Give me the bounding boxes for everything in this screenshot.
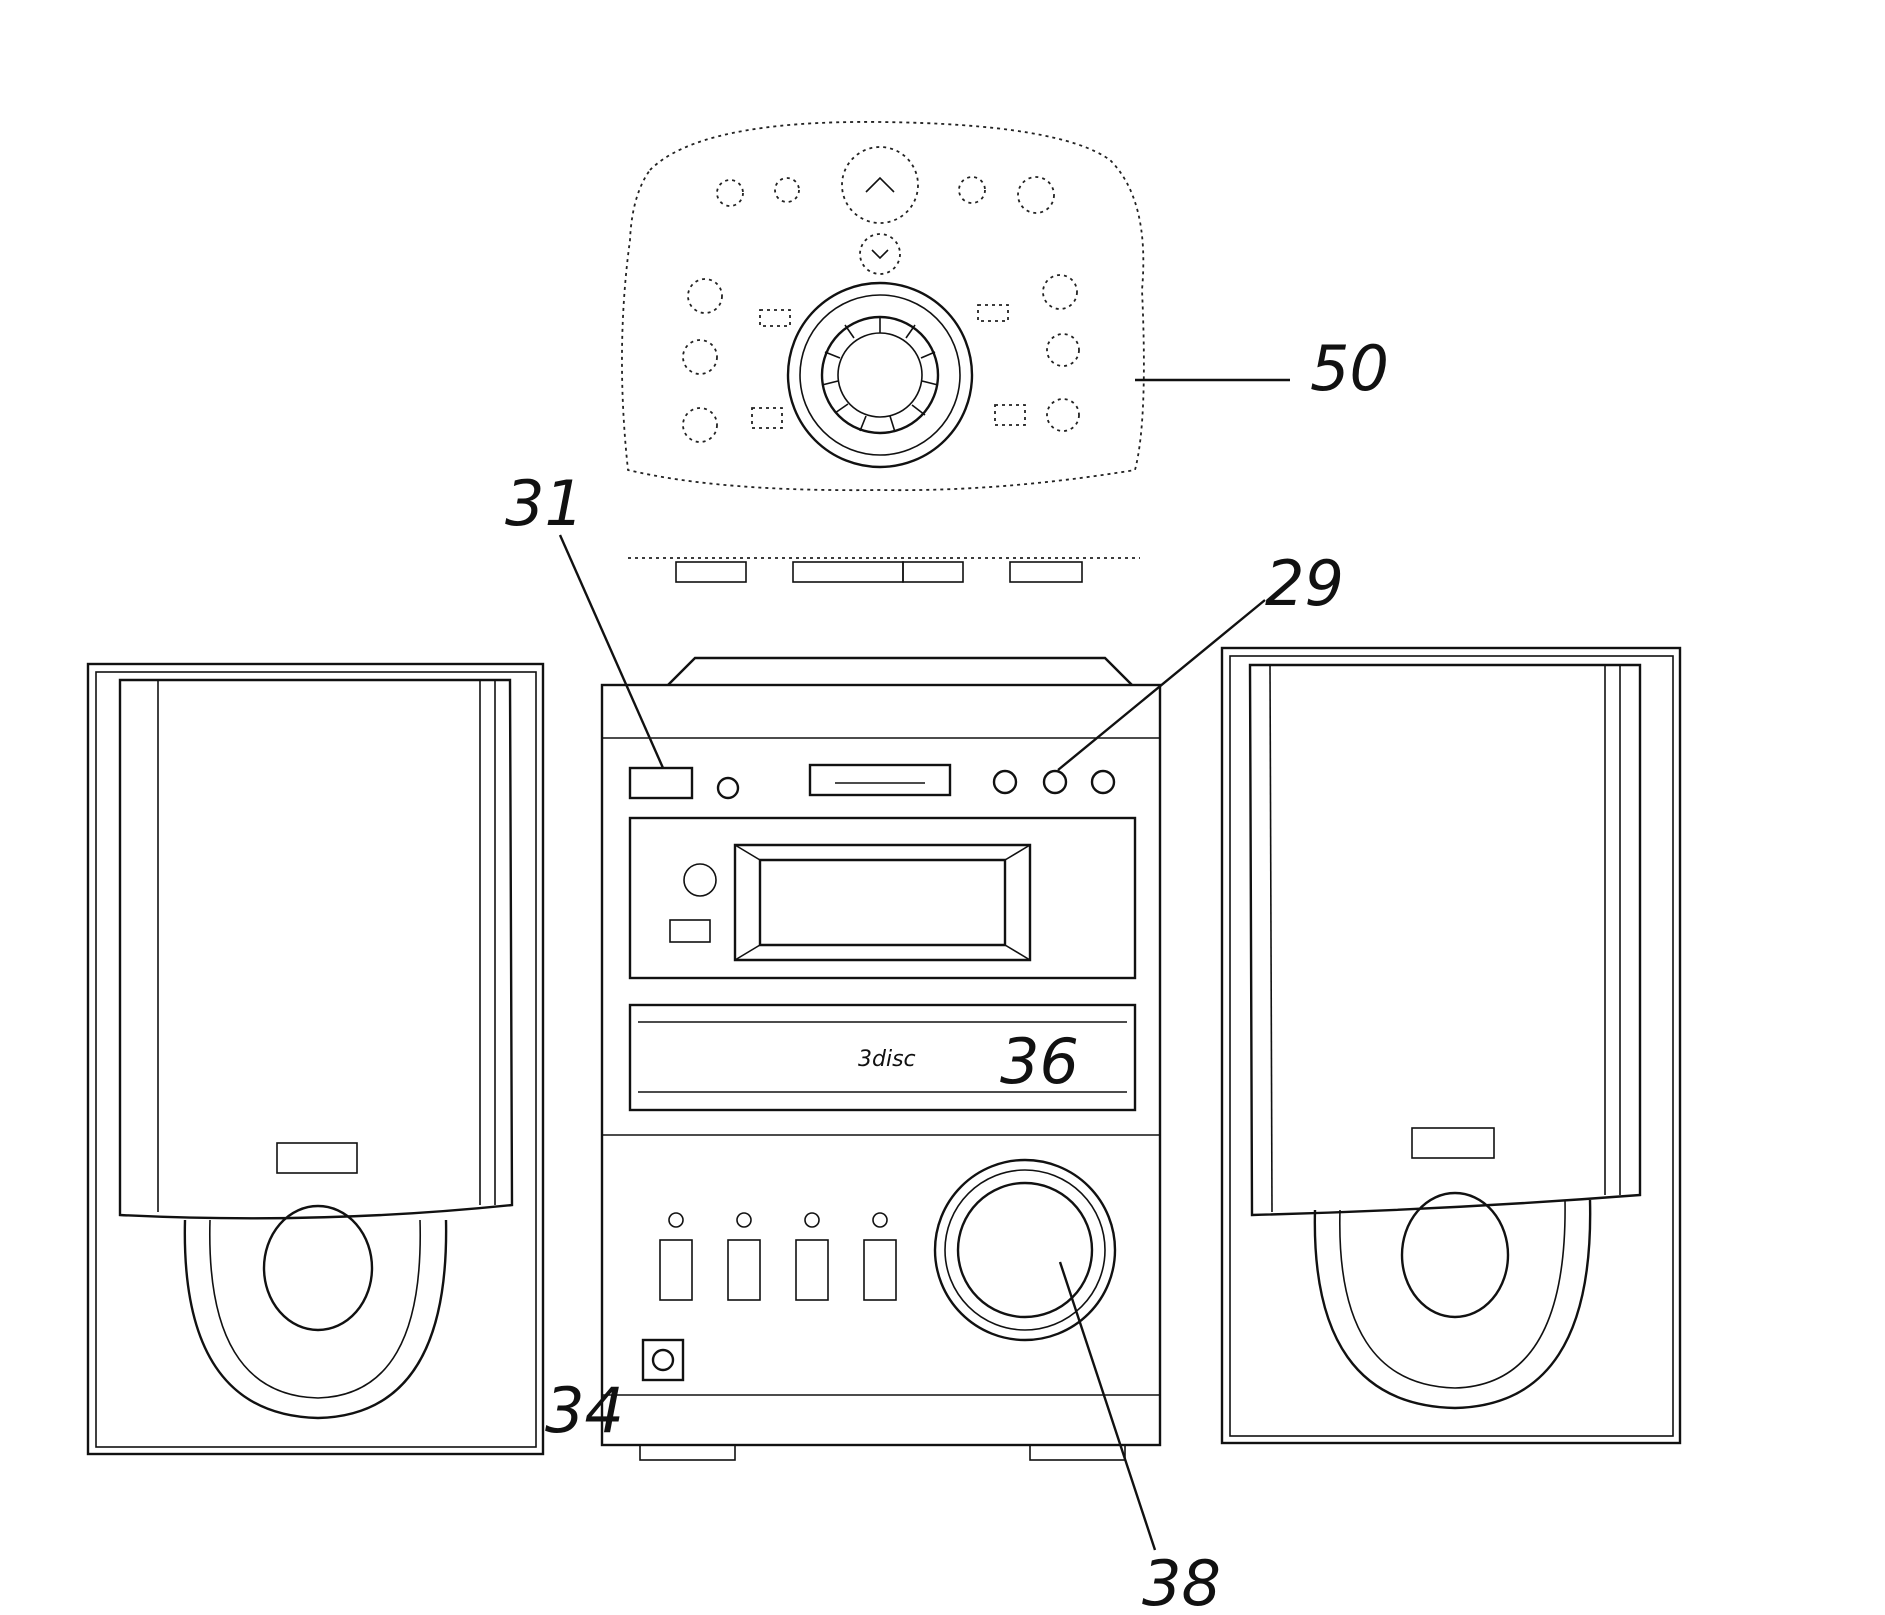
main-unit-body <box>600 683 1162 1447</box>
right-speaker-badge <box>1411 1127 1495 1159</box>
left-woofer-dustcap <box>262 1204 374 1332</box>
remote-right-button-3 <box>1046 398 1080 432</box>
main-unit: 3disc 36 <box>600 656 1162 1461</box>
volume-up-button <box>841 146 919 224</box>
display-bezel-corner-tl <box>734 844 761 861</box>
lower-led-1 <box>668 1212 684 1228</box>
left-speaker-cabinet <box>86 662 545 1456</box>
disc-2-button <box>1042 769 1068 795</box>
right-foot <box>1029 1444 1126 1461</box>
leader-line-disc-buttons <box>1057 599 1266 771</box>
display-bezel-corner-bl <box>734 944 761 961</box>
left-speaker-cabinet-inner <box>95 671 537 1448</box>
reference-numeral-cd-tray: 36 <box>1000 1025 1079 1098</box>
cd-tray <box>628 1003 1137 1112</box>
disc-3-button <box>1090 769 1116 795</box>
reference-numeral-remote: 50 <box>1310 332 1389 405</box>
remote-top-button-4 <box>1017 176 1055 214</box>
leader-line-volume-knob <box>1058 1261 1157 1551</box>
remote-right-button-2 <box>1046 333 1080 367</box>
reference-numeral-volume-knob: 38 <box>1142 1547 1221 1615</box>
remote-rect-button-2 <box>751 407 783 429</box>
remote-jog-ring-inner <box>820 315 940 435</box>
remote-jog-center <box>837 332 923 418</box>
left-foot <box>639 1444 736 1461</box>
remote-control <box>621 121 1145 583</box>
reference-numeral-power-button: 31 <box>505 467 584 540</box>
remote-right-button-1 <box>1042 274 1078 310</box>
remote-left-button-2 <box>682 339 718 375</box>
volume-knob-inner <box>956 1181 1094 1319</box>
left-speaker <box>86 662 545 1456</box>
remote-left-button-3 <box>682 407 718 443</box>
remote-top-button-3 <box>958 176 986 204</box>
left-speaker-badge <box>276 1142 358 1174</box>
small-knob <box>716 776 740 800</box>
display-cd-mark <box>669 919 711 943</box>
fast-forward-button <box>1009 561 1083 583</box>
volume-knob-mid <box>944 1169 1106 1331</box>
remote-rect-button-1 <box>759 309 791 327</box>
lower-button-2 <box>727 1239 761 1301</box>
play-pause-button <box>792 561 904 583</box>
remote-outline <box>621 121 1145 492</box>
reference-numeral-main-unit: 34 <box>545 1374 624 1447</box>
left-woofer-surround-inner <box>209 1219 422 1399</box>
lower-button-1 <box>659 1239 693 1301</box>
volume-knob-outer <box>933 1158 1117 1342</box>
right-speaker-grille <box>1248 663 1642 1217</box>
remote-top-button-2 <box>774 177 800 203</box>
main-unit-top-lid <box>667 656 1133 686</box>
lower-led-3 <box>804 1212 820 1228</box>
lower-led-4 <box>872 1212 888 1228</box>
remote-rect-button-4 <box>994 404 1026 426</box>
headphone-jack <box>651 1348 675 1372</box>
right-speaker-cabinet-inner <box>1229 655 1674 1437</box>
lower-button-3 <box>795 1239 829 1301</box>
disc-1-button <box>992 769 1018 795</box>
right-woofer-surround-inner <box>1339 1199 1566 1389</box>
remote-jog-ring-outer <box>786 281 974 469</box>
remote-rect-button-3 <box>977 304 1009 322</box>
lower-button-4 <box>863 1239 897 1301</box>
reference-numeral-disc-buttons: 29 <box>1265 547 1344 620</box>
remote-jog-ticks <box>821 317 939 433</box>
display-cd-logo <box>683 863 717 897</box>
left-woofer-surround-outer <box>183 1219 448 1420</box>
up-chevron-icon <box>865 176 895 193</box>
volume-down-button <box>859 233 901 275</box>
rewind-button <box>675 561 747 583</box>
leader-line-power-button <box>558 534 665 769</box>
lower-led-2 <box>736 1212 752 1228</box>
power-button <box>628 766 694 800</box>
cd-tray-label: 3disc <box>858 1047 916 1072</box>
display-bezel-corner-br <box>1004 944 1031 961</box>
right-speaker-grille-edge-1 <box>1269 664 1273 1213</box>
card-slot <box>808 763 952 797</box>
remote-left-button-1 <box>687 278 723 314</box>
right-woofer-surround-outer <box>1313 1199 1592 1410</box>
right-speaker-cabinet <box>1220 646 1682 1445</box>
stop-button <box>902 561 964 583</box>
left-speaker-grille <box>118 678 514 1220</box>
display-bezel <box>733 843 1032 962</box>
remote-top-button-1 <box>716 179 744 207</box>
headphone-jack-frame <box>641 1338 685 1382</box>
down-chevron-icon <box>871 249 889 260</box>
right-speaker <box>1220 646 1682 1445</box>
display-bezel-corner-tr <box>1004 844 1031 861</box>
right-woofer-dustcap <box>1400 1191 1510 1319</box>
display-panel <box>628 816 1137 980</box>
remote-jog-ring-mid <box>799 294 961 456</box>
